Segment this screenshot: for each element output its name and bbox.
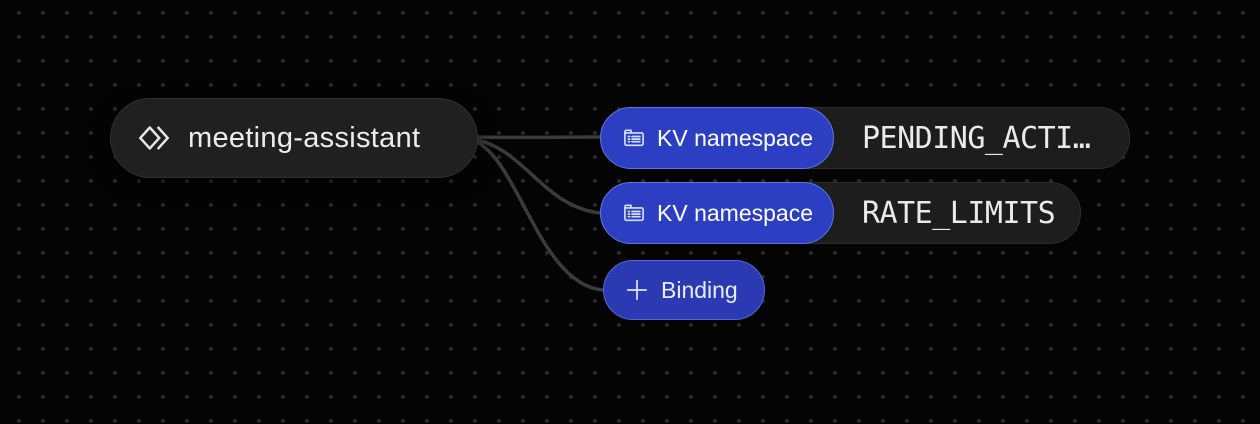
worker-name-label: meeting-assistant bbox=[188, 121, 421, 154]
add-binding-button[interactable]: Binding bbox=[603, 260, 765, 320]
kv-namespace-icon bbox=[621, 125, 647, 151]
plus-icon bbox=[624, 277, 650, 303]
binding-row-pending-actions[interactable]: KV namespace PENDING_ACTI… bbox=[600, 107, 1130, 169]
binding-type-label: KV namespace bbox=[657, 124, 813, 151]
code-brackets-icon bbox=[135, 119, 173, 157]
binding-value: RATE_LIMITS bbox=[861, 195, 1056, 231]
binding-value: PENDING_ACTI… bbox=[861, 120, 1091, 156]
binding-type-badge[interactable]: KV namespace bbox=[600, 107, 834, 169]
binding-type-label: KV namespace bbox=[657, 199, 813, 226]
binding-row-rate-limits[interactable]: KV namespace RATE_LIMITS bbox=[600, 182, 1081, 244]
add-binding-label: Binding bbox=[661, 276, 738, 303]
worker-node[interactable]: meeting-assistant bbox=[110, 98, 478, 178]
kv-namespace-icon bbox=[621, 200, 647, 226]
binding-type-badge[interactable]: KV namespace bbox=[600, 182, 834, 244]
